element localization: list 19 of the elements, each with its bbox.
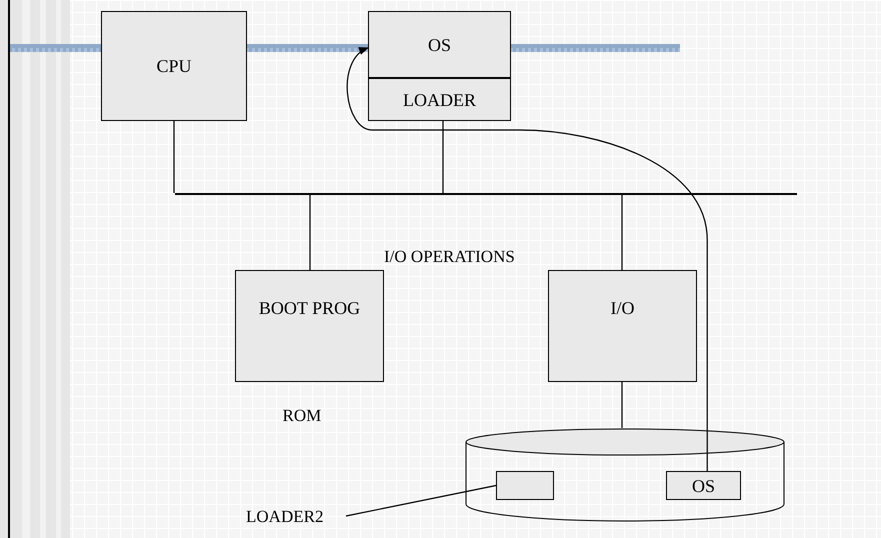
- curved-arrow: [346, 47, 708, 471]
- process-box: I/O: [548, 270, 697, 382]
- process-box: LOADER: [368, 78, 511, 121]
- node-label: ROM: [282, 407, 322, 424]
- connector-line: [621, 195, 623, 270]
- connector-line: [442, 121, 444, 193]
- process-box: CPU: [101, 11, 247, 121]
- bus-label: I/O OPERATIONS: [384, 248, 515, 265]
- bus-line: [175, 193, 797, 195]
- connector-line: [309, 195, 311, 270]
- process-box: BOOT PROG: [235, 270, 384, 382]
- process-box: OS: [368, 11, 511, 78]
- disk-cylinder: [465, 428, 785, 522]
- connector-line: [173, 121, 175, 193]
- connector-line: [621, 382, 623, 428]
- process-box: OS: [666, 471, 741, 500]
- leader-line: [346, 484, 496, 517]
- leader-label: LOADER2: [246, 503, 346, 529]
- small-box: [496, 471, 554, 500]
